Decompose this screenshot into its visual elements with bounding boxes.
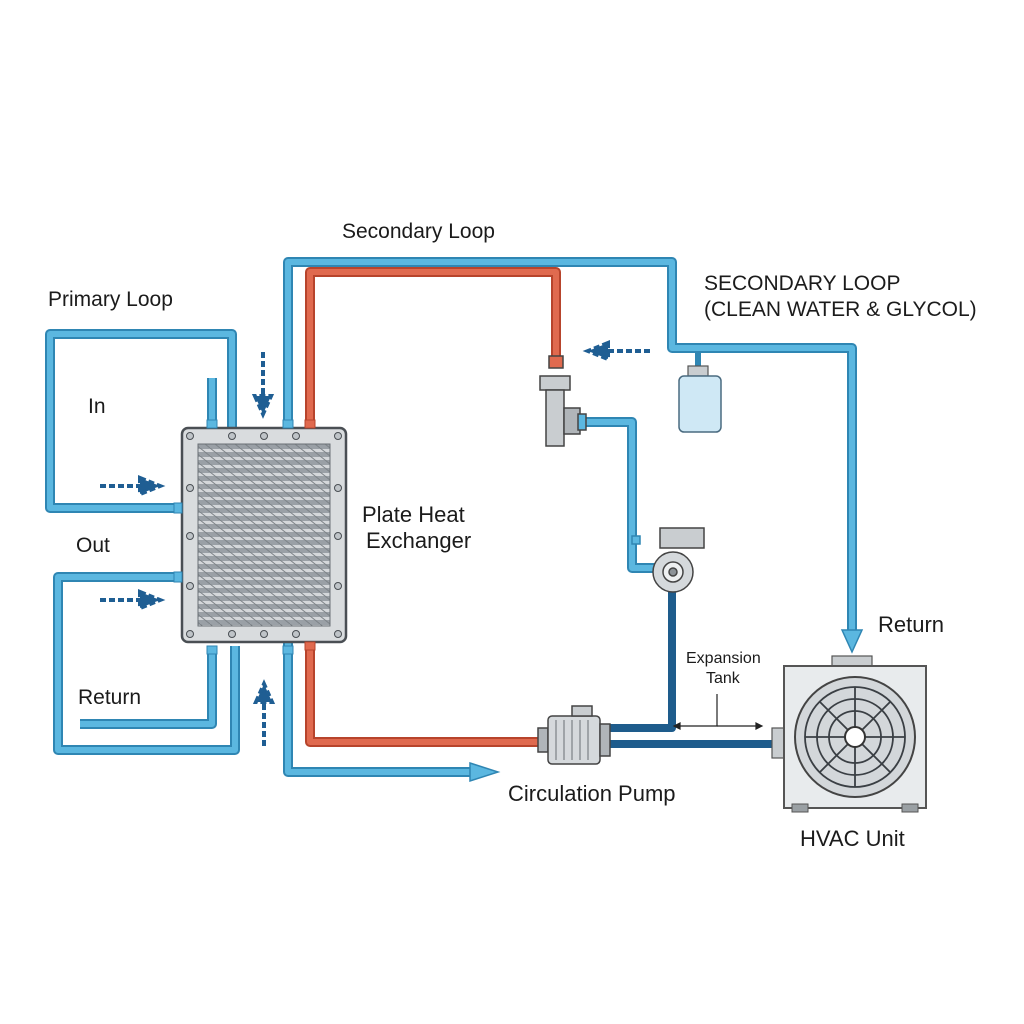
return-right-label: Return (878, 612, 945, 637)
circulation-pump-label: Circulation Pump (508, 781, 676, 806)
primary-loop-label: Primary Loop (48, 288, 173, 311)
secondary-hot-pipe (307, 269, 559, 428)
arrow-pump-icon (469, 761, 501, 783)
out-label: Out (76, 534, 110, 557)
hvac-unit-icon (771, 655, 927, 813)
secondary-hot-return-pipe (307, 642, 540, 745)
circulation-pump-icon (537, 705, 611, 765)
arrow-return-icon (840, 629, 864, 654)
primary-loop-pipes (45, 329, 240, 755)
primary-return-pipe (80, 646, 217, 729)
in-label: In (88, 395, 106, 418)
small-pump-icon (631, 527, 705, 593)
secondary-return-pipe (285, 642, 480, 775)
arrow-down-icon (251, 352, 275, 419)
expansion-tank-icon (678, 365, 722, 433)
secondary-supply-pipe (285, 259, 855, 630)
plate-heat-label-line2: Exchanger (366, 528, 472, 553)
arrow-in-icon (100, 475, 166, 497)
arrow-out-icon (100, 589, 166, 611)
plate-heat-exchanger (173, 419, 348, 655)
expansion-tank-leader (672, 694, 764, 730)
hvac-unit-label: HVAC Unit (800, 826, 905, 851)
valve-icon (539, 355, 587, 447)
flow-arrows (100, 340, 864, 783)
plate-heat-label-line1: Plate Heat (362, 502, 465, 527)
secondary-loop-label: Secondary Loop (342, 220, 495, 243)
expansion-tank-label-line1: Expansion (686, 650, 761, 667)
valve-branch-pipe (580, 419, 660, 571)
pump-discharge-pipe (606, 592, 676, 732)
secondary-loop-pipes (283, 257, 857, 777)
secondary-loop-caps-line1: SECONDARY LOOP (704, 272, 901, 295)
arrow-up-icon (252, 679, 276, 746)
return-left-label: Return (78, 686, 142, 709)
expansion-tank-label-line2: Tank (706, 670, 740, 687)
secondary-loop-caps-line2: (CLEAN WATER & GLYCOL) (704, 298, 977, 321)
arrow-left-icon (582, 340, 650, 362)
